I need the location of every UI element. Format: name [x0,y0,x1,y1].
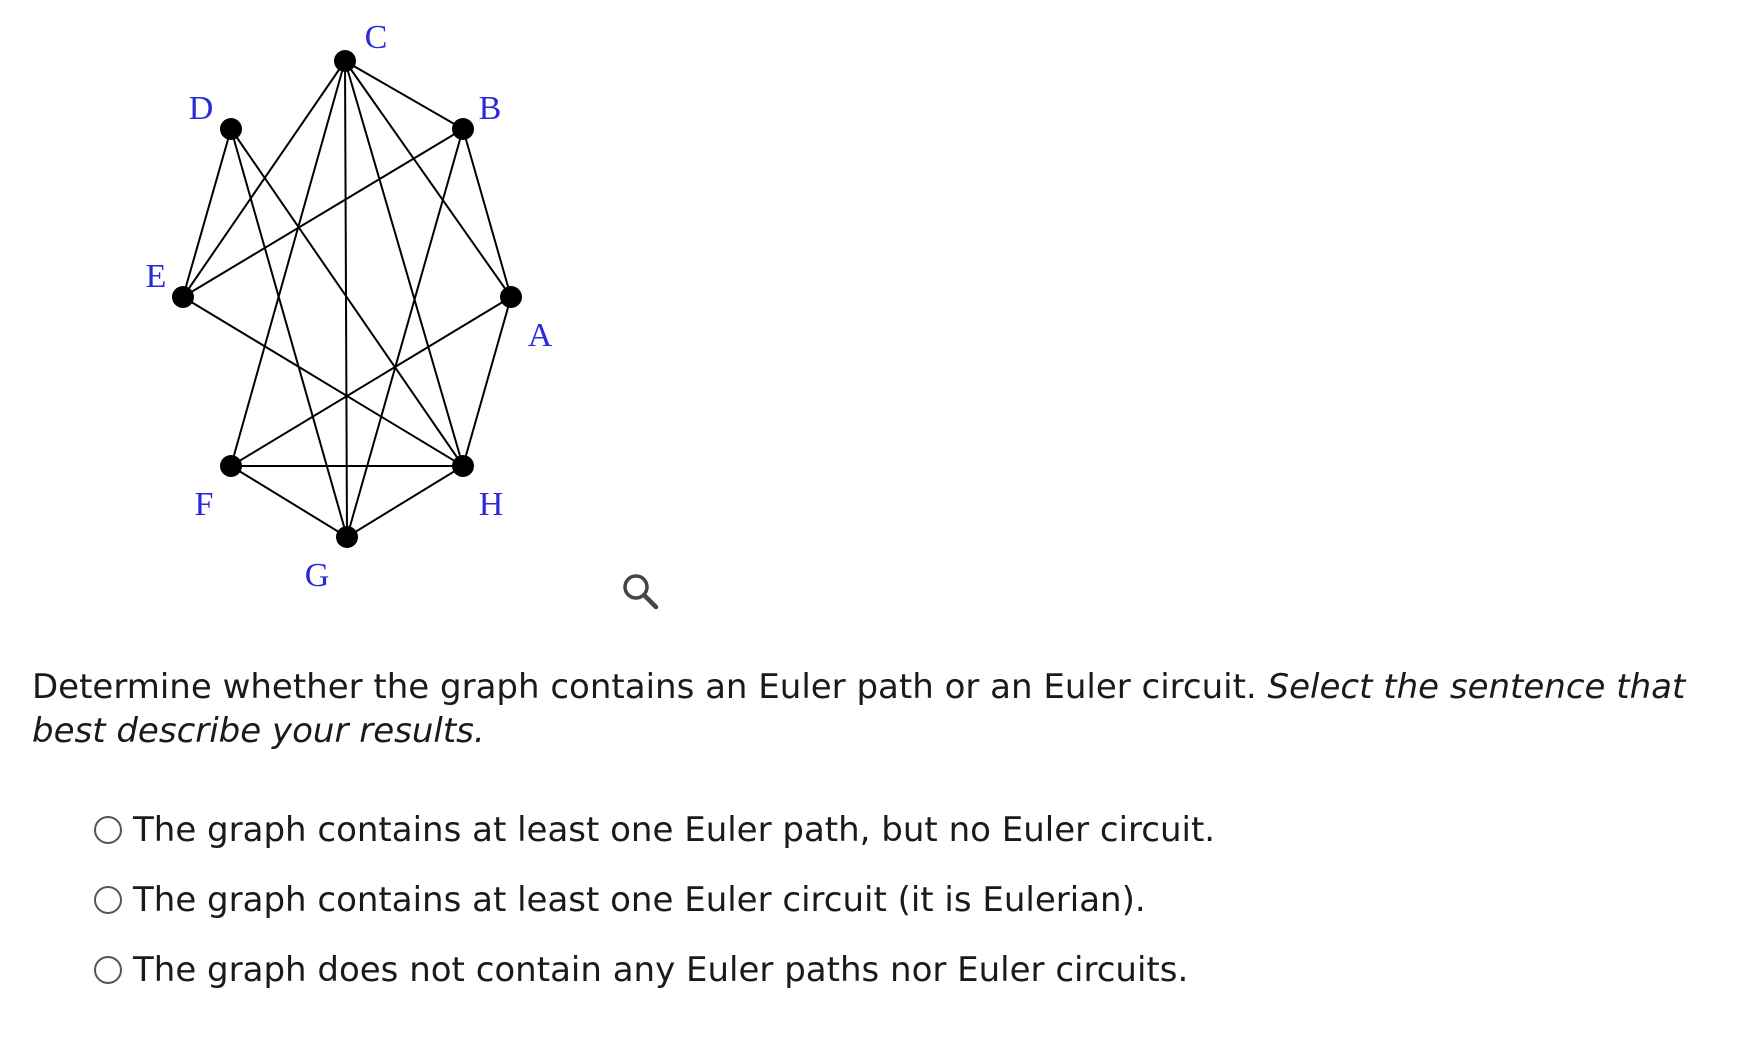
option-label: The graph does not contain any Euler pat… [133,950,1189,990]
option-euler-circuit[interactable]: The graph contains at least one Euler ci… [94,865,1215,935]
vertex-c [334,50,356,72]
edge-a-h [462,296,512,467]
vertex-label-b: B [479,90,502,127]
vertex-h [452,455,474,477]
graph-edges [182,60,512,538]
question-prompt: Determine whether the graph contains an … [32,667,1257,707]
edge-d-g [230,128,348,538]
option-euler-path[interactable]: The graph contains at least one Euler pa… [94,795,1215,865]
edge-c-g [344,60,348,538]
edge-f-g [230,465,348,538]
radio-button[interactable] [94,816,122,844]
edge-c-e [182,60,346,298]
edge-c-a [344,60,512,298]
vertex-label-c: C [365,19,388,56]
graph-labels: A B C D E F G H [146,19,553,594]
vertex-g [336,526,358,548]
edge-g-h [346,465,464,538]
vertex-d [220,118,242,140]
question-text: Determine whether the graph contains an … [32,665,1722,753]
option-label: The graph contains at least one Euler ci… [133,880,1146,920]
edge-c-h [344,60,464,467]
option-neither[interactable]: The graph does not contain any Euler pat… [94,935,1215,1005]
edge-a-f [230,296,512,467]
magnifier-icon[interactable] [619,570,663,614]
edge-b-g [346,128,464,538]
option-label: The graph contains at least one Euler pa… [133,810,1216,850]
edge-e-h [182,296,464,467]
question-instruction: Select the sentence that best describe y… [32,667,1686,751]
vertex-label-f: F [195,486,214,523]
radio-button[interactable] [94,886,122,914]
edge-b-a [462,128,512,298]
answer-options: The graph contains at least one Euler pa… [94,795,1215,1005]
vertex-a [500,286,522,308]
radio-button[interactable] [94,956,122,984]
vertex-label-h: H [479,486,504,523]
vertex-b [452,118,474,140]
vertex-label-d: D [189,90,214,127]
edge-c-f [230,60,346,467]
vertex-f [220,455,242,477]
vertex-e [172,286,194,308]
edge-d-h [230,128,464,467]
vertex-label-a: A [528,317,553,354]
edge-b-e [182,128,464,298]
vertex-label-g: G [305,557,330,594]
graph-figure: A B C D E F G H [146,19,553,594]
vertex-label-e: E [146,258,167,295]
graph-vertices [172,50,522,548]
edge-c-b [344,60,464,130]
edge-d-e [182,128,232,298]
